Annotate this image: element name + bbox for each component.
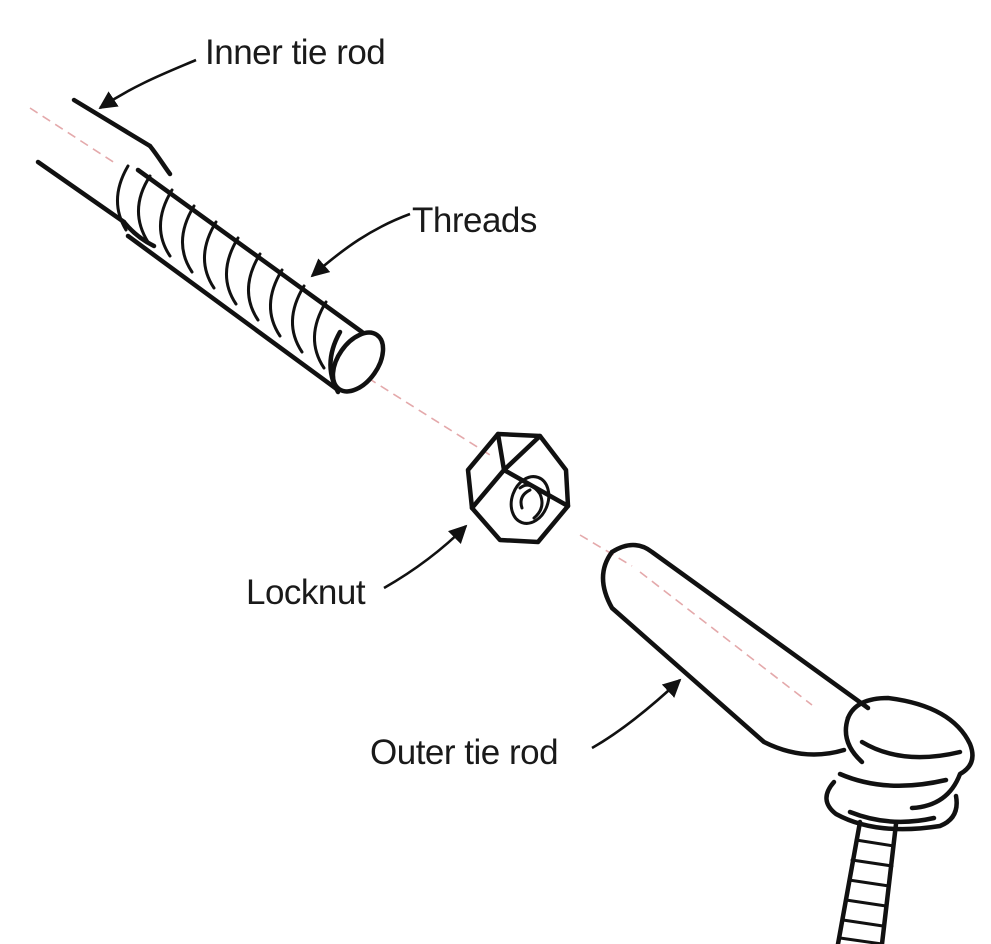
center-axis [29, 107, 813, 706]
leader-threads [310, 212, 411, 278]
label-inner-tie-rod: Inner tie rod [205, 33, 385, 72]
inner-tie-rod-part [35, 97, 386, 395]
leader-outer-tie-rod [591, 678, 682, 750]
thread-turns [116, 164, 328, 370]
label-threads: Threads [412, 201, 537, 240]
leader-locknut [383, 524, 468, 590]
stud-thread-turns [838, 838, 896, 944]
locknut-part [465, 431, 571, 545]
label-locknut: Locknut [246, 573, 366, 612]
label-outer-tie-rod: Outer tie rod [370, 733, 558, 772]
leader-inner-tie-rod [98, 58, 197, 110]
callout-leaders [98, 58, 682, 750]
outer-tie-rod-part [600, 542, 975, 944]
